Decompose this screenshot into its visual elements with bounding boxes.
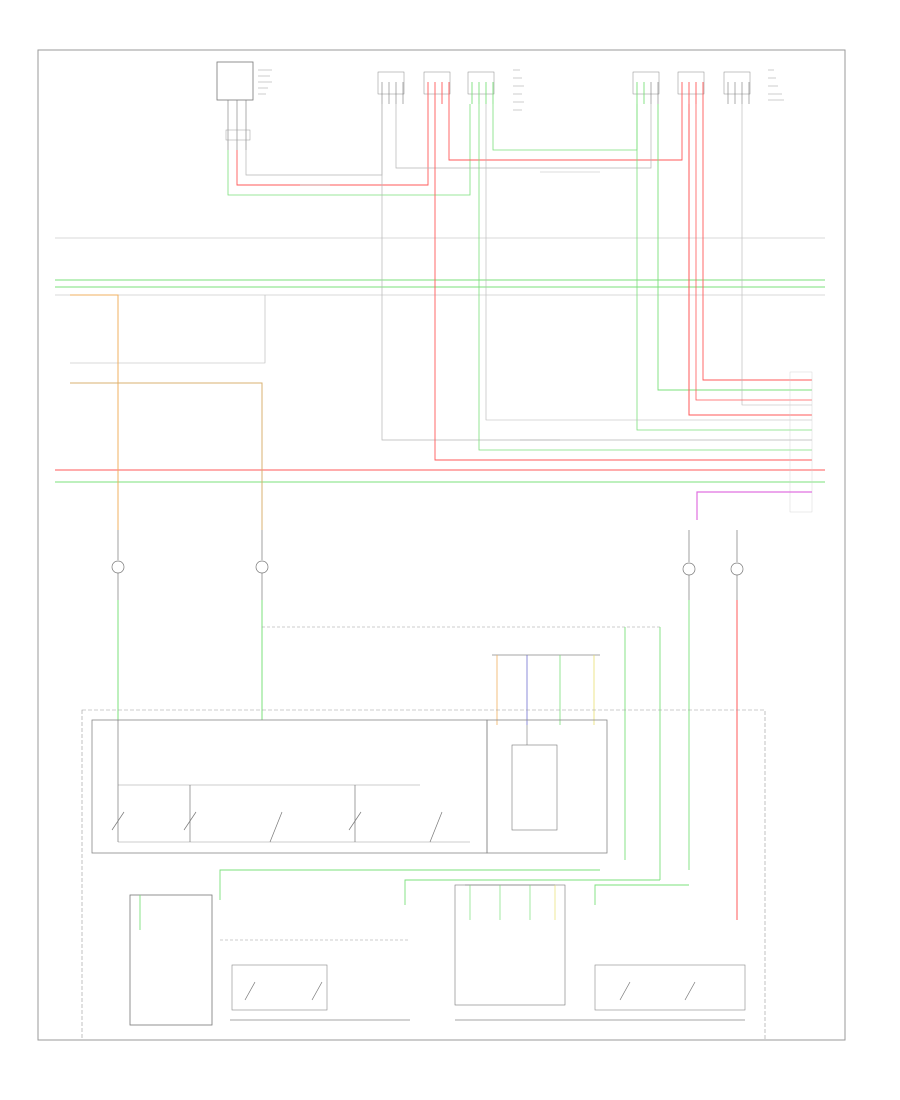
lower-wires: [117, 600, 738, 920]
bulbs: [111, 530, 744, 600]
diagram-frame: [37, 49, 846, 1041]
bulb-1: [111, 530, 125, 600]
lower-control-module: [81, 709, 766, 1041]
right-drop-wires: [381, 104, 812, 461]
bulb-3: [682, 530, 696, 600]
connector-a: [377, 71, 405, 104]
bus-lines: [55, 237, 825, 483]
right-connector-pins: [789, 371, 813, 513]
connector-d: [632, 71, 660, 104]
connector-group-right: [632, 71, 751, 104]
magenta-wire: [696, 491, 812, 520]
bulb-4: [730, 530, 744, 600]
top-label-marks: [258, 69, 784, 111]
connector-f: [723, 71, 751, 104]
bulb-2: [255, 530, 269, 600]
connector-c: [467, 71, 495, 104]
connector-group-left: [377, 71, 495, 104]
top-wires: [227, 104, 683, 196]
connector-e: [677, 71, 705, 104]
top-left-module: [216, 61, 254, 150]
switch-row: [111, 720, 443, 843]
orange-wires: [70, 294, 263, 530]
connector-b: [423, 71, 451, 104]
